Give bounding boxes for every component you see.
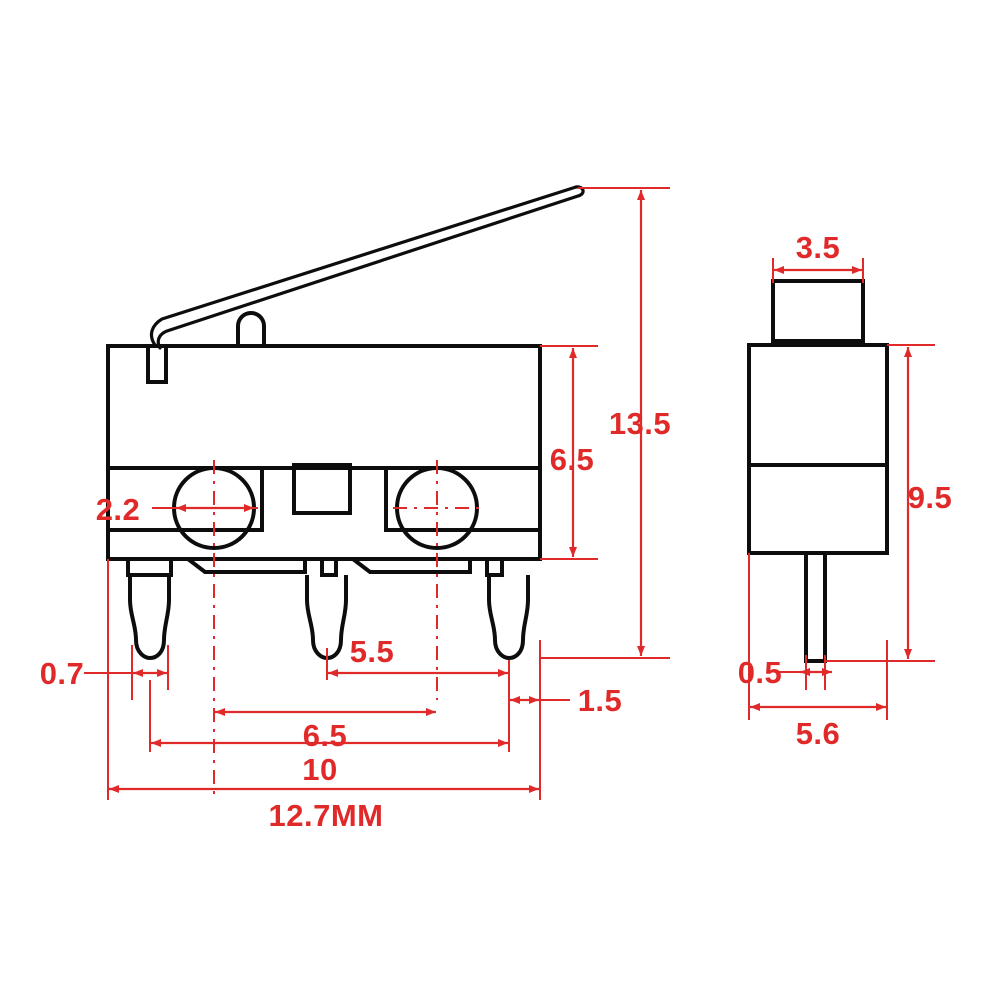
dim-label-overall-height: 13.5 [609,406,671,441]
dim-label-side-body-height: 9.5 [908,480,953,515]
dim-label-overall-width: 12.7MM [269,798,384,833]
dim-label-right-offset: 1.5 [578,683,623,718]
side-terminal-pin [804,553,827,663]
dim-label-2p2: 2.2 [96,492,141,527]
lever-hinge-tab [146,345,168,384]
side-view-geometry [747,279,889,663]
center-square-window [292,463,352,515]
front-view-dimensions: 2.2 6.5 13.5 0.7 5.5 [40,187,671,833]
dim-label-pin-span: 10 [302,752,337,787]
dim-label-pin-thickness: 0.5 [738,655,783,690]
dim-label-plunger-width: 3.5 [796,230,841,265]
plunger-button [236,311,266,346]
dim-label-6p5-width: 6.5 [303,718,348,753]
dim-label-side-body-width: 5.6 [796,716,841,751]
dim-label-5p5: 5.5 [350,634,395,669]
lever-arm-tip [574,185,585,198]
dim-label-body-height: 6.5 [550,442,595,477]
side-view-dimensions: 3.5 9.5 0.5 5.6 [738,230,953,751]
terminal-pin-1 [128,575,171,661]
dim-label-pin-width: 0.7 [40,656,85,691]
terminal-shoulder-profile [108,557,540,577]
side-body-lower [747,463,889,555]
left-mount-shelf [108,466,264,532]
terminal-pin-3 [487,575,530,661]
lever-arm-top-edge [149,185,578,347]
right-mount-shelf [384,466,540,532]
side-plunger-cap [771,279,865,343]
